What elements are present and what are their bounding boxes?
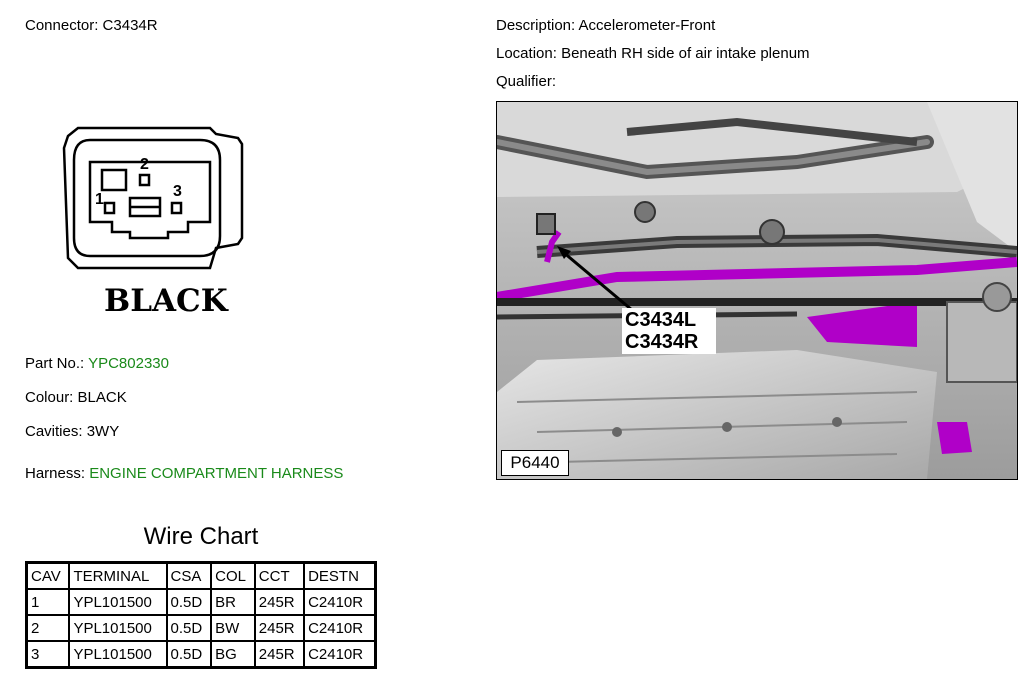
cavity-number-3: 3	[173, 183, 182, 200]
table-row: 3 YPL101500 0.5D BG 245R C2410R	[25, 640, 377, 669]
diagram-colour-label: BLACK	[104, 283, 229, 319]
cell-cct: 245R	[253, 588, 306, 616]
cell-csa: 0.5D	[165, 614, 213, 642]
header-cav: CAV	[25, 561, 71, 590]
cell-csa: 0.5D	[165, 588, 213, 616]
cell-cct: 245R	[253, 614, 306, 642]
part-no-value[interactable]: YPC802330	[88, 355, 169, 372]
description-label: Description:	[496, 17, 576, 34]
cell-col: BR	[210, 588, 256, 616]
header-cct: CCT	[253, 561, 306, 590]
qualifier-line: Qualifier:	[496, 73, 556, 91]
photo-id-label: P6440	[501, 450, 569, 476]
table-header-row: CAV TERMINAL CSA COL CCT DESTN	[25, 561, 377, 590]
connector-label: Connector:	[25, 17, 99, 34]
cell-csa: 0.5D	[165, 640, 213, 669]
location-label: Location:	[496, 45, 557, 62]
callout-line-l: C3434L	[625, 309, 697, 331]
header-destn: DESTN	[303, 561, 377, 590]
connector-value: C3434R	[102, 17, 158, 34]
cell-col: BW	[210, 614, 256, 642]
callout-line-r: C3434R	[625, 331, 699, 353]
cell-destn: C2410R	[303, 588, 377, 616]
cell-terminal: YPL101500	[68, 588, 168, 616]
description-value: Accelerometer-Front	[578, 17, 716, 34]
colour-value: BLACK	[77, 389, 127, 406]
cell-cav: 1	[25, 588, 71, 616]
connector-face-diagram: 2 1 3 BLACK	[62, 126, 244, 319]
cell-cav: 2	[25, 614, 71, 642]
table-row: 1 YPL101500 0.5D BR 245R C2410R	[25, 588, 377, 616]
cell-terminal: YPL101500	[68, 640, 168, 669]
cavity-number-2: 2	[140, 156, 149, 173]
description-line: Description: Accelerometer-Front	[496, 17, 715, 35]
part-no-label: Part No.:	[25, 355, 85, 372]
location-line: Location: Beneath RH side of air intake …	[496, 45, 810, 63]
part-no-line: Part No.: YPC802330	[25, 355, 169, 373]
cell-destn: C2410R	[303, 614, 377, 642]
cell-terminal: YPL101500	[68, 614, 168, 642]
header-terminal: TERMINAL	[68, 561, 168, 590]
cell-destn: C2410R	[303, 640, 377, 669]
harness-line: Harness: ENGINE COMPARTMENT HARNESS	[25, 465, 343, 483]
location-value: Beneath RH side of air intake plenum	[561, 45, 810, 62]
table-row: 2 YPL101500 0.5D BW 245R C2410R	[25, 614, 377, 642]
wire-chart-table: CAV TERMINAL CSA COL CCT DESTN 1 YPL1015…	[25, 561, 377, 669]
cell-cct: 245R	[253, 640, 306, 669]
cavities-value: 3WY	[86, 423, 120, 440]
cavities-line: Cavities: 3WY	[25, 423, 119, 441]
header-csa: CSA	[165, 561, 213, 590]
location-photo	[496, 101, 1018, 480]
engine-bay-illustration	[497, 102, 1017, 479]
cell-cav: 3	[25, 640, 71, 669]
qualifier-label: Qualifier:	[496, 73, 557, 90]
connector-line: Connector: C3434R	[25, 17, 158, 35]
cavity-number-1: 1	[95, 191, 104, 208]
harness-value[interactable]: ENGINE COMPARTMENT HARNESS	[89, 465, 344, 482]
colour-line: Colour: BLACK	[25, 389, 127, 407]
cavities-label: Cavities:	[25, 423, 83, 440]
wire-chart-title: Wire Chart	[143, 523, 259, 550]
cell-col: BG	[210, 640, 256, 669]
header-col: COL	[210, 561, 256, 590]
photo-callout: C3434L C3434R	[622, 308, 716, 354]
colour-label: Colour:	[25, 389, 74, 406]
harness-label: Harness:	[25, 465, 86, 482]
